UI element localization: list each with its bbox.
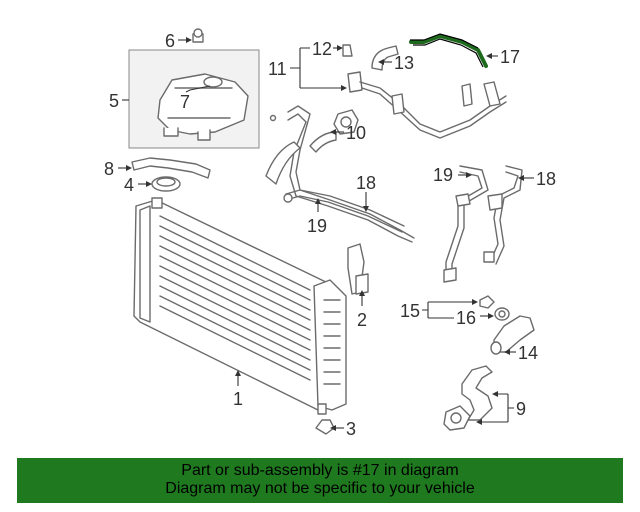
callout-14: 14: [518, 343, 538, 363]
callout-15: 15: [400, 301, 420, 321]
part-13-hose: [371, 45, 399, 71]
callout-7: 7: [180, 92, 190, 112]
pipe-19-center: [283, 189, 405, 233]
part-15-bolt: [479, 295, 495, 309]
info-banner: Part or sub-assembly is #17 in diagram D…: [17, 458, 623, 503]
callout-4: 4: [124, 175, 134, 195]
parts-diagram: 6 5 7 12 11 13 17 10 8 4 18 19 19 18 2 1…: [104, 28, 556, 439]
part-17-hose-highlighted: [409, 33, 488, 68]
part-3-fitting: [315, 419, 335, 435]
callout-18-right: 18: [536, 169, 556, 189]
small-clip: [269, 114, 277, 122]
part-2-bracket: [347, 243, 369, 295]
callout-18-center: 18: [356, 173, 376, 193]
pipe-18-right: [483, 165, 523, 265]
part-12-fitting: [342, 44, 353, 57]
callout-6: 6: [165, 31, 175, 51]
callout-1: 1: [233, 389, 243, 409]
part-6-cap: [192, 28, 204, 43]
callout-3: 3: [346, 419, 356, 439]
pipe-19-right: [443, 165, 489, 283]
upper-pipe-assembly: [359, 81, 507, 139]
part-9-hose: [443, 365, 493, 431]
callout-13: 13: [394, 53, 414, 73]
part-14-outlet: [490, 315, 535, 355]
callout-19-center: 19: [307, 216, 327, 236]
callout-8: 8: [104, 159, 114, 179]
callout-10: 10: [346, 123, 366, 143]
reservoir-inset: [128, 49, 260, 149]
callout-5: 5: [109, 91, 119, 111]
callout-16: 16: [456, 308, 476, 328]
callout-11: 11: [268, 59, 287, 79]
part-16-gasket: [494, 307, 510, 321]
part-10-housing: [333, 109, 359, 135]
callout-12: 12: [312, 39, 332, 59]
part-8-hose: [131, 157, 211, 179]
upper-hose-left: [265, 105, 415, 243]
callout-19-right: 19: [433, 165, 453, 185]
callout-17: 17: [500, 47, 520, 67]
banner-line-2: Diagram may not be specific to your vehi…: [165, 480, 475, 497]
banner-line-1: Part or sub-assembly is #17 in diagram: [181, 462, 459, 479]
part-1-radiator: [133, 197, 347, 415]
part-4-cap: [151, 176, 181, 192]
part-11-housing: [347, 71, 363, 93]
leader-lines: [118, 37, 534, 431]
callout-2: 2: [357, 310, 367, 330]
callout-9: 9: [516, 399, 526, 419]
